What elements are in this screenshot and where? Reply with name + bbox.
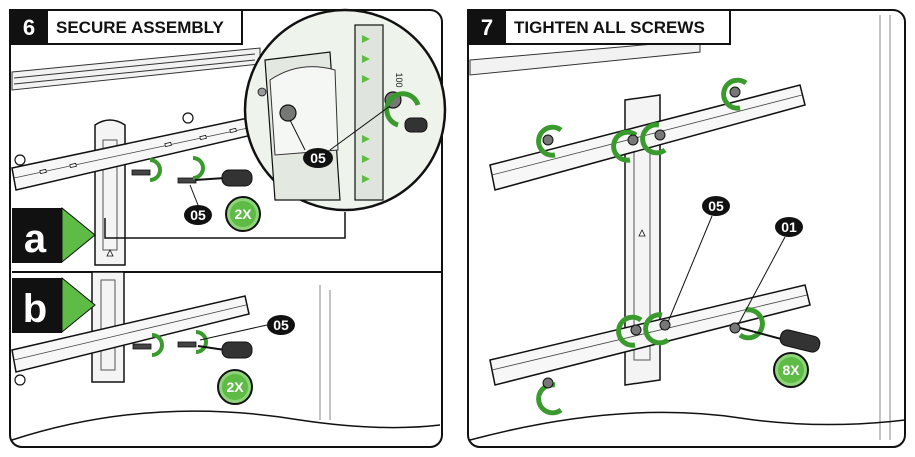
part-label-text: 05 [708,198,724,214]
top-rail [489,84,806,191]
rotate-clockwise-icon [195,330,208,354]
part-label-05-detail [303,148,333,168]
rotate-clockwise-icon [384,91,421,128]
tv-edge [11,410,441,441]
bracket-number: 100 [394,72,404,87]
step7-number: 7 [481,15,493,40]
multiplier-text: 8X [782,362,800,378]
rotate-clockwise-icon [192,156,205,180]
multiplier-badge-a: 2X [225,196,261,232]
screwdriver-icon [739,327,821,353]
step7-frame [467,9,906,448]
part-label-05-b: 05 [267,315,295,335]
multiplier-text: 2X [226,379,244,395]
part-label-text: 05 [273,317,289,333]
tv-side-texture [319,285,331,420]
part-label-text: 05 [310,150,326,166]
horizontal-rail-b [11,295,250,386]
substep-a-label: a [12,206,96,264]
step7-title: TIGHTEN ALL SCREWS [514,18,705,37]
rotate-clockwise-icon [151,333,164,357]
rotate-clockwise-icon [536,77,765,416]
part-label-text: 05 [190,207,206,223]
step6-number: 6 [23,15,35,40]
multiplier-badge: 8X [773,352,809,388]
part-label-01: 01 [775,217,803,237]
substep-b-label: b [12,276,96,334]
bottom-rail [489,284,811,386]
screwdriver-icon [197,341,253,359]
step6-panel: 05 2X a [9,8,447,448]
step7-header: 7 TIGHTEN ALL SCREWS [467,9,731,45]
step6-title: SECURE ASSEMBLY [56,18,224,37]
screw-icon [542,86,741,389]
part-label-text: 01 [781,219,797,235]
substep-a-text: a [24,217,47,261]
callout-line [104,212,346,239]
tv-edge [469,411,906,441]
screw-icon [132,341,197,350]
step7-panel: 05 01 8X 7 TIGHTEN ALL SCREWS [467,9,906,448]
tv-back-texture [469,15,891,440]
vertical-arm-a [94,119,126,266]
multiplier-badge-b: 2X [217,369,253,405]
detail-magnifier: 100 05 [243,8,447,212]
screwdriver-icon [404,117,428,133]
part-label-05: 05 [702,196,730,216]
rotate-clockwise-icon [149,158,162,182]
substep-b-text: b [23,287,47,331]
step6-header: 6 SECURE ASSEMBLY [9,9,243,45]
part-label-05-a: 05 [184,205,212,225]
multiplier-text: 2X [234,206,252,222]
screwdriver-icon [194,169,253,187]
